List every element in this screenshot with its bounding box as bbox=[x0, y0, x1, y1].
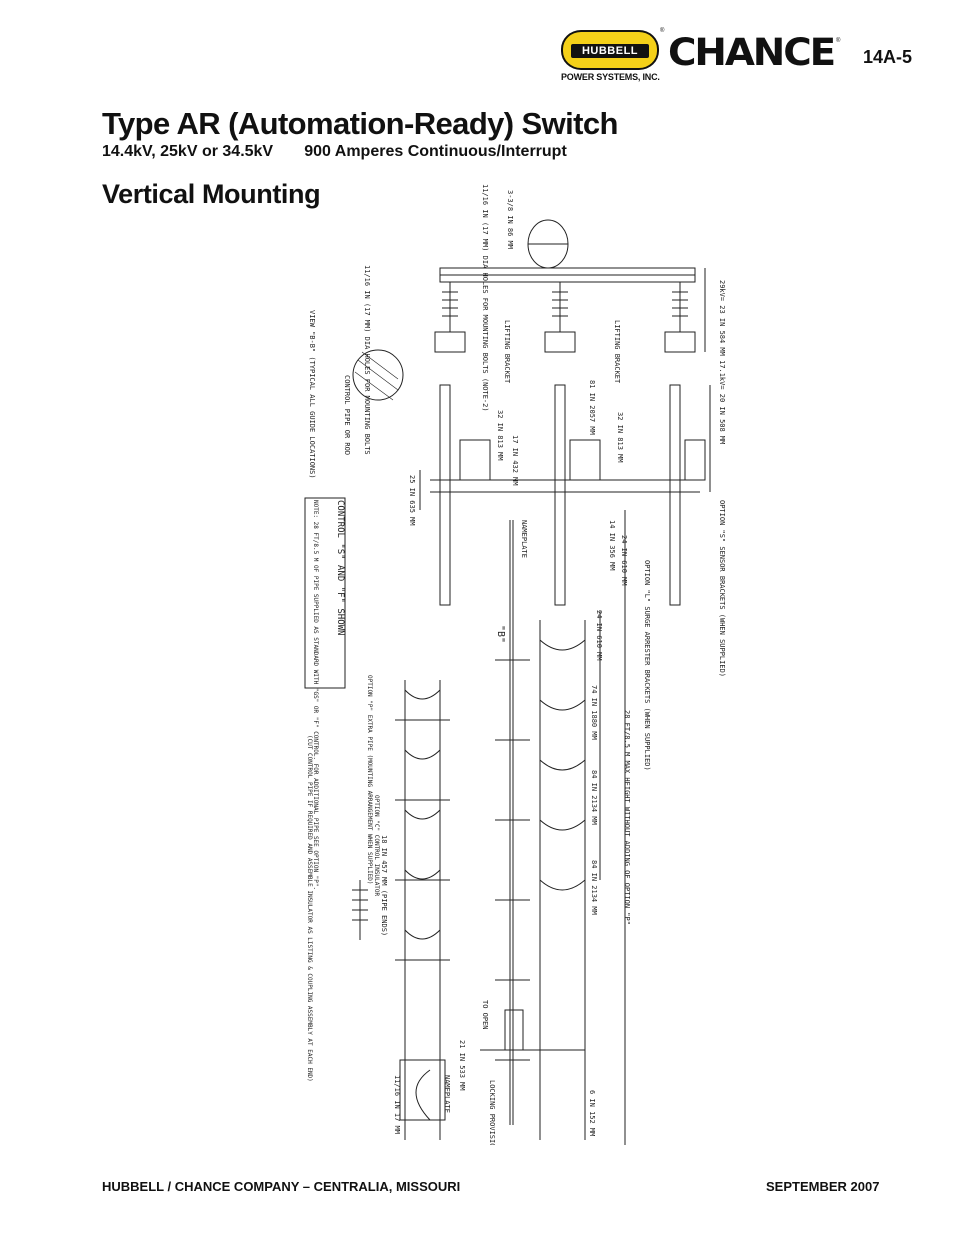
hubbell-badge: HUBBELL bbox=[561, 30, 659, 70]
vertical-mounting-drawing: 11/16 IN (17 MM) DIA HOLES FOR MOUNTING … bbox=[304, 184, 726, 1145]
label-dim-6: 6 IN 152 MM bbox=[588, 1090, 596, 1136]
footer-date: SEPTEMBER 2007 bbox=[766, 1179, 880, 1194]
section-title: Vertical Mounting bbox=[102, 179, 321, 209]
label-lifting-bracket-1: LIFTING BRACKET bbox=[503, 320, 511, 384]
label-dim-17: 17 IN 432 MM bbox=[511, 435, 519, 486]
label-dim-32a: 32 IN 813 MM bbox=[496, 410, 504, 461]
label-nameplate-1: NAMEPLATE bbox=[520, 520, 528, 558]
label-dia-holes-left: 11/16 IN (17 MM) DIA HOLES FOR MOUNTING … bbox=[363, 265, 371, 455]
label-to-open: TO OPEN bbox=[481, 1000, 489, 1030]
label-section-b: "B" bbox=[495, 625, 506, 643]
label-dim-84b: 84 IN 2134 MM bbox=[590, 860, 598, 915]
label-phase-spacing: 29kV= 23 IN 584 MM 17.1kV= 20 IN 508 MM bbox=[718, 280, 726, 444]
label-dim-3-3-8: 3-3/8 IN 86 MM bbox=[506, 190, 514, 249]
page-title: Type AR (Automation-Ready) Switch bbox=[102, 106, 618, 141]
label-note-2: NOTE: 28 FT/8.5 M OF PIPE SUPPLIED AS ST… bbox=[312, 500, 319, 890]
label-dim-18: 18 IN 457 MM (PIPE ENDS) bbox=[380, 835, 388, 936]
label-option-s: OPTION "S" SENSOR BRACKETS (WHEN SUPPLIE… bbox=[718, 500, 726, 677]
label-dim-11-16: 11/16 IN 17 MM bbox=[393, 1075, 401, 1134]
footer-company: HUBBELL / CHANCE COMPANY – CENTRALIA, MI… bbox=[102, 1179, 461, 1194]
chance-logo: CHANCE bbox=[668, 31, 836, 74]
label-max-height: 28 FT/8.5 M MAX HEIGHT WITHOUT ADDING OF… bbox=[623, 710, 631, 925]
label-option-c: OPTION "C" CONTROL INSULATOR bbox=[373, 795, 380, 897]
label-option-p: OPTION "P" EXTRA PIPE (MOUNTING ARRANGEM… bbox=[366, 675, 373, 885]
label-dia-holes-top: 11/16 IN (17 MM) DIA HOLES FOR MOUNTING … bbox=[481, 184, 489, 412]
label-control-shown: CONTROL "S" AND "F" SHOWN bbox=[335, 500, 345, 635]
label-cut-pipe: (CUT CONTROL PIPE IF REQUIRED AND ASSEMB… bbox=[306, 735, 313, 1082]
label-dim-25: 25 IN 635 MM bbox=[408, 475, 416, 526]
page-number: 14A-5 bbox=[863, 47, 913, 67]
page-subtitle: 14.4kV, 25kV or 34.5kV 900 Amperes Conti… bbox=[102, 143, 567, 160]
label-dim-81: 81 IN 2057 MM bbox=[588, 380, 596, 435]
chance-registered-mark: ® bbox=[836, 38, 841, 44]
label-dim-74: 74 IN 1880 MM bbox=[590, 685, 598, 740]
label-lifting-bracket-2: LIFTING BRACKET bbox=[613, 320, 621, 384]
label-dim-84a: 84 IN 2134 MM bbox=[590, 770, 598, 825]
label-nameplate-2: NAMEPLATE bbox=[443, 1075, 451, 1113]
hubbell-wordmark: HUBBELL bbox=[571, 44, 649, 58]
hubbell-logo: HUBBELL ® POWER SYSTEMS, INC. bbox=[561, 28, 664, 82]
label-dim-24b: 24 IN 610 MM bbox=[595, 610, 603, 661]
label-dim-24a: 24 IN 610 MM bbox=[620, 535, 628, 586]
registered-mark: ® bbox=[660, 28, 665, 34]
hubbell-subtitle: POWER SYSTEMS, INC. bbox=[561, 72, 660, 82]
label-dim-32b: 32 IN 813 MM bbox=[616, 412, 624, 463]
label-control-rod: CONTROL PIPE OR ROD bbox=[343, 375, 351, 455]
label-dim-21: 21 IN 533 MM bbox=[458, 1040, 466, 1091]
label-view-bb: VIEW "B-B" (TYPICAL ALL GUIDE LOCATIONS) bbox=[308, 310, 316, 479]
label-option-l: OPTION "L" SURGE ARRESTER BRACKETS (WHEN… bbox=[643, 560, 651, 771]
label-dim-14: 14 IN 356 MM bbox=[608, 520, 616, 571]
label-locking: LOCKING PROVISIONS FOR PADLOCK bbox=[488, 1080, 496, 1145]
